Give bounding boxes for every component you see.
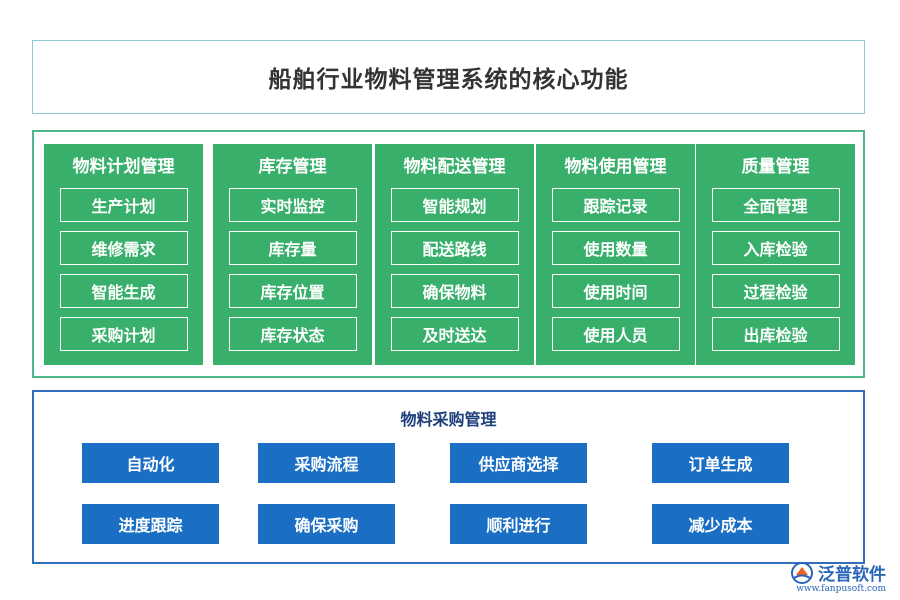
- purchase-item: 顺利进行: [450, 504, 587, 544]
- fanpu-logo-icon: [790, 561, 814, 585]
- page-title: 船舶行业物料管理系统的核心功能: [268, 67, 629, 93]
- module-usage: 物料使用管理 跟踪记录 使用数量 使用时间 使用人员: [536, 144, 695, 365]
- module-item: 及时送达: [390, 317, 519, 351]
- title-box: 船舶行业物料管理系统的核心功能: [32, 40, 865, 114]
- module-item: 全面管理: [711, 188, 840, 222]
- module-title: 质量管理: [741, 157, 810, 177]
- watermark-url: www.fanpusoft.com: [796, 584, 886, 594]
- module-item: 采购计划: [59, 317, 188, 351]
- module-item: 智能生成: [59, 274, 188, 308]
- watermark-brand: 泛普软件: [818, 565, 886, 585]
- module-title: 库存管理: [258, 157, 327, 177]
- module-item: 智能规划: [390, 188, 519, 222]
- module-item: 跟踪记录: [551, 188, 680, 222]
- module-title: 物料使用管理: [564, 157, 667, 177]
- purchase-item: 自动化: [82, 443, 219, 483]
- module-item: 生产计划: [59, 188, 188, 222]
- module-title: 物料配送管理: [403, 157, 506, 177]
- purchase-item: 进度跟踪: [82, 504, 219, 544]
- module-item: 使用数量: [551, 231, 680, 265]
- module-item: 库存量: [228, 231, 357, 265]
- purchase-item: 采购流程: [258, 443, 395, 483]
- module-item: 入库检验: [711, 231, 840, 265]
- module-item: 过程检验: [711, 274, 840, 308]
- module-item: 出库检验: [711, 317, 840, 351]
- purchase-item: 订单生成: [652, 443, 789, 483]
- module-item: 使用人员: [551, 317, 680, 351]
- module-item: 使用时间: [551, 274, 680, 308]
- purchase-item: 确保采购: [258, 504, 395, 544]
- module-quality: 质量管理 全面管理 入库检验 过程检验 出库检验: [696, 144, 855, 365]
- module-inventory: 库存管理 实时监控 库存量 库存位置 库存状态: [213, 144, 372, 365]
- watermark: 泛普软件 www.fanpusoft.com: [790, 560, 886, 594]
- core-modules-panel: 物料计划管理 生产计划 维修需求 智能生成 采购计划 库存管理 实时监控 库存量…: [32, 130, 865, 378]
- module-item: 库存位置: [228, 274, 357, 308]
- module-delivery: 物料配送管理 智能规划 配送路线 确保物料 及时送达: [375, 144, 534, 365]
- module-title: 物料计划管理: [72, 157, 175, 177]
- module-material-plan: 物料计划管理 生产计划 维修需求 智能生成 采购计划: [44, 144, 203, 365]
- module-item: 确保物料: [390, 274, 519, 308]
- module-item: 维修需求: [59, 231, 188, 265]
- purchase-title: 物料采购管理: [400, 410, 497, 429]
- purchase-item: 供应商选择: [450, 443, 587, 483]
- module-item: 实时监控: [228, 188, 357, 222]
- module-item: 库存状态: [228, 317, 357, 351]
- module-item: 配送路线: [390, 231, 519, 265]
- purchase-panel: 物料采购管理 自动化 采购流程 供应商选择 订单生成 进度跟踪 确保采购 顺利进…: [32, 390, 865, 564]
- purchase-item: 减少成本: [652, 504, 789, 544]
